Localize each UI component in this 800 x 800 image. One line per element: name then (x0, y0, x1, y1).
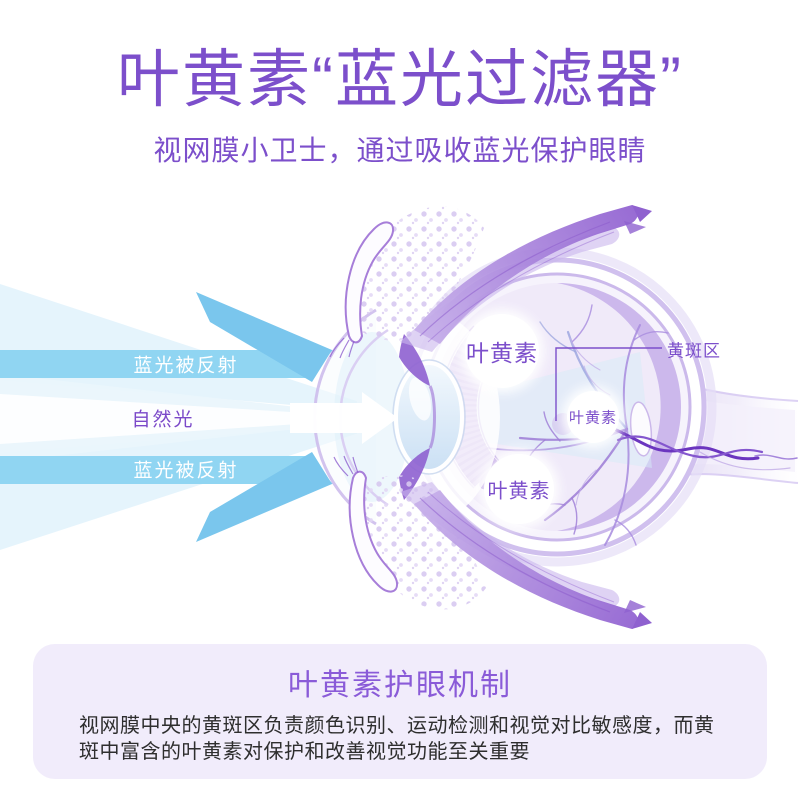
lutein-circle-1 (465, 314, 539, 388)
page-subtitle: 视网膜小卫士，通过吸收蓝光保护眼睛 (153, 135, 647, 167)
label-natural-light: 自然光 (131, 409, 195, 431)
pupil-edge (428, 385, 436, 449)
label-lutein-3: 叶黄素 (487, 480, 551, 503)
page-title: 叶黄素“蓝光过滤器” (117, 45, 683, 115)
focus-arrow (290, 392, 398, 444)
iris-wing-top (399, 334, 430, 386)
reflected-arrow-bottom (196, 452, 332, 542)
top-light-wedge (0, 284, 396, 414)
info-panel-body: 视网膜中央的黄斑区负责颜色识别、运动检测和视觉对比敏感度，而黄斑中富含的叶黄素对… (79, 715, 715, 764)
natural-light-core (0, 394, 388, 444)
reflected-arrow-top (196, 292, 332, 382)
optic-disc (629, 401, 653, 457)
eye-muscle-top (400, 205, 652, 352)
lutein-circle-3 (484, 454, 554, 524)
lutein-circle-2 (567, 391, 619, 443)
label-markers (460, 309, 662, 529)
eye-muscle-bottom (400, 482, 652, 629)
blue-band-top (0, 350, 333, 378)
label-blue-light-reflected-bottom: 蓝光被反射 (133, 460, 239, 482)
tissue-loop-bottom (333, 455, 399, 593)
label-blue-light-reflected-top: 蓝光被反射 (133, 355, 239, 377)
light-beams (0, 284, 396, 550)
label-macula-area: 黄斑区 (667, 341, 721, 361)
info-panel-title: 叶黄素护眼机制 (288, 669, 512, 702)
tissue-loop-top (329, 221, 395, 359)
label-lutein-1: 叶黄素 (466, 340, 538, 366)
blue-band-bottom (0, 456, 333, 484)
lens-highlight (408, 377, 432, 421)
retina-crescent (557, 283, 681, 531)
label-lutein-2: 叶黄素 (568, 409, 618, 427)
bottom-light-wedge (0, 421, 396, 550)
orbital-tissue (329, 205, 652, 629)
info-panel: 叶黄素护眼机制 视网膜中央的黄斑区负责颜色识别、运动检测和视觉对比敏感度，而黄斑… (33, 644, 767, 779)
macula-leader-line (555, 347, 662, 421)
optic-nerve-fibres (610, 401, 798, 471)
header: 叶黄素“蓝光过滤器” 视网膜小卫士，通过吸收蓝光保护眼睛 (0, 0, 800, 169)
